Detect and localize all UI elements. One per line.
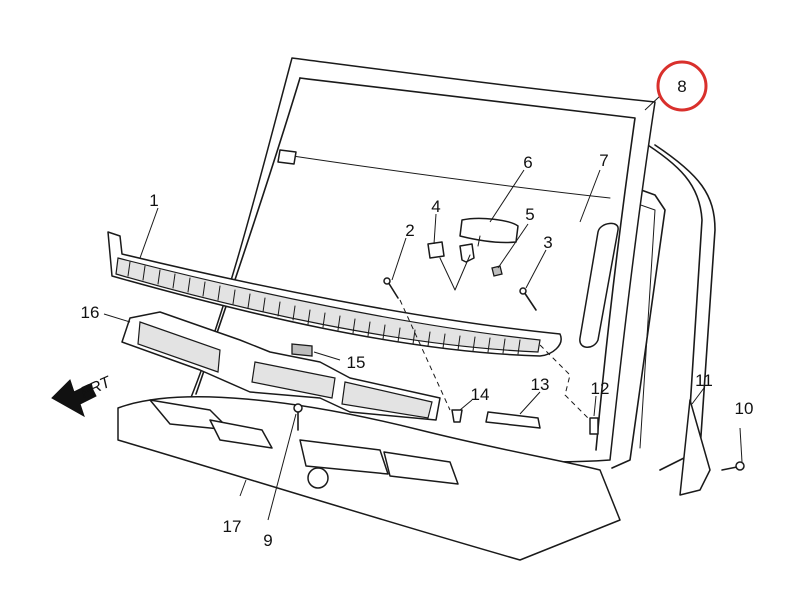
- reveal-molding: [579, 222, 619, 348]
- air-inlet-screen: [121, 311, 441, 421]
- callout-4: 4: [431, 197, 440, 216]
- callout-14: 14: [471, 385, 490, 404]
- screws-2-3: [383, 277, 591, 421]
- sail-panel: [679, 399, 745, 496]
- callout-7: 7: [599, 151, 608, 170]
- callout-2: 2: [405, 221, 414, 240]
- callout-5: 5: [525, 205, 534, 224]
- callout-12: 12: [591, 379, 610, 398]
- callout-1: 1: [149, 191, 158, 210]
- callout-10: 10: [735, 399, 754, 418]
- callout-11: 11: [695, 371, 713, 390]
- cowl-vent-grille: [107, 231, 562, 357]
- callout-9: 9: [263, 531, 272, 550]
- callout-6: 6: [523, 153, 532, 172]
- leader-lines: [103, 95, 743, 521]
- front-label: FRT: [78, 373, 114, 402]
- screw-9: [293, 403, 303, 431]
- callout-13: 13: [531, 375, 550, 394]
- seal-and-clips: [451, 409, 599, 435]
- callout-8: 8: [677, 77, 686, 96]
- mirror-bracket-parts: [427, 241, 503, 291]
- callout-15: 15: [347, 353, 366, 372]
- plenum-panel: [117, 396, 621, 561]
- callout-17: 17: [223, 517, 242, 536]
- highlight-circle: [656, 60, 708, 112]
- callout-3: 3: [543, 233, 552, 252]
- front-direction-arrow: [51, 379, 97, 418]
- callout-16: 16: [81, 303, 100, 322]
